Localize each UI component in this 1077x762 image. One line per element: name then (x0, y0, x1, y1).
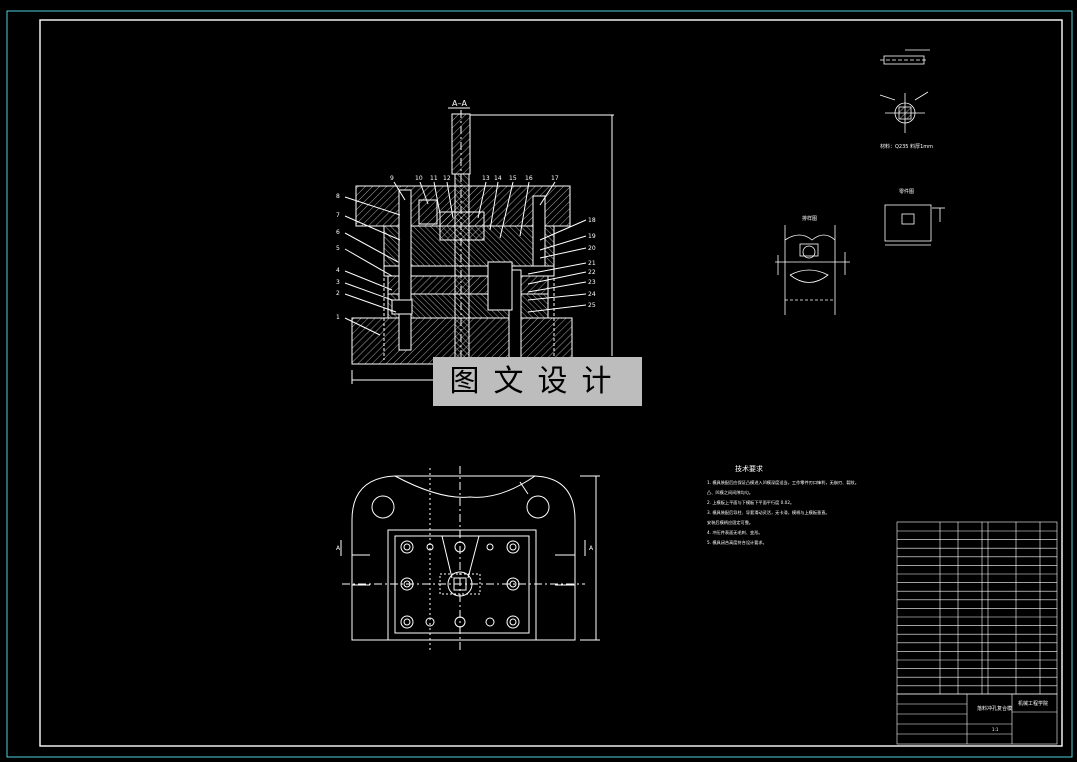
callout: 7 (336, 212, 340, 219)
callout: 21 (588, 260, 596, 267)
callout: 17 (551, 175, 559, 182)
tech-req-line: 安装后模柄应固定可靠。 (707, 519, 753, 526)
bom-table (896, 521, 1058, 745)
callout: 3 (336, 279, 340, 286)
section-view: A–A (344, 99, 614, 384)
tech-req-line: 凸、凹模之间间隙均匀。 (707, 489, 753, 496)
callout: 1 (336, 314, 340, 321)
title-drawing-name: 落料冲孔复合模 (977, 705, 1012, 712)
drawing-frame (39, 19, 1063, 747)
detail-views (775, 49, 945, 315)
tech-req-line: 4. 冲压件表面无毛刺、变形。 (707, 529, 763, 536)
callout: 6 (336, 229, 340, 236)
tech-req-line: 1. 模具装配后应保证凸模进入凹模深度适当，工作零件刃口锋利，无崩刃、裂纹。 (707, 479, 859, 486)
callout: 23 (588, 279, 596, 286)
callout: 24 (588, 291, 596, 298)
callout: 4 (336, 267, 340, 274)
tech-req-line: 5. 模具闭合高度符合设计要求。 (707, 539, 767, 546)
callout: 11 (430, 175, 438, 182)
outer-border (6, 10, 1073, 758)
callout: 14 (494, 175, 502, 182)
section-marker-right: A (589, 545, 594, 552)
callout: 13 (482, 175, 490, 182)
watermark: 图文设计 (433, 357, 642, 406)
tech-requirements: 技术要求 1. 模具装配后应保证凸模进入凹模深度适当，工作零件刃口锋利，无崩刃、… (707, 464, 859, 546)
callout: 19 (588, 233, 596, 240)
callout: 15 (509, 175, 517, 182)
section-label: A–A (452, 99, 467, 108)
part-note: 材料：Q235 料厚1mm (880, 143, 933, 150)
section-marker-left: A (336, 545, 341, 552)
callout: 2 (336, 290, 340, 297)
callout: 10 (415, 175, 423, 182)
callout: 25 (588, 302, 596, 309)
callout: 16 (525, 175, 533, 182)
callout: 18 (588, 217, 596, 224)
callout: 20 (588, 245, 596, 252)
strip-layout-label: 排样图 (802, 215, 817, 222)
plan-view (340, 466, 600, 650)
blank-label: 零件图 (899, 188, 914, 195)
title-school: 机械工程学院 (1018, 700, 1048, 707)
tech-requirements-title: 技术要求 (735, 464, 763, 473)
callout-numbers: 8 7 6 5 4 3 2 1 9 10 11 12 13 14 15 16 1… (336, 175, 596, 321)
callout: 9 (390, 175, 394, 182)
callout: 8 (336, 193, 340, 200)
tech-req-line: 2. 上模板上平面与下模板下平面平行度 0.02。 (707, 499, 794, 506)
callout: 12 (443, 175, 451, 182)
callout: 22 (588, 269, 596, 276)
callout: 5 (336, 245, 340, 252)
title-scale: 1:1 (992, 727, 999, 732)
tech-req-line: 3. 模具装配后导柱、导套滑动灵活，无卡滞，模柄与上模板垂直。 (707, 509, 830, 516)
